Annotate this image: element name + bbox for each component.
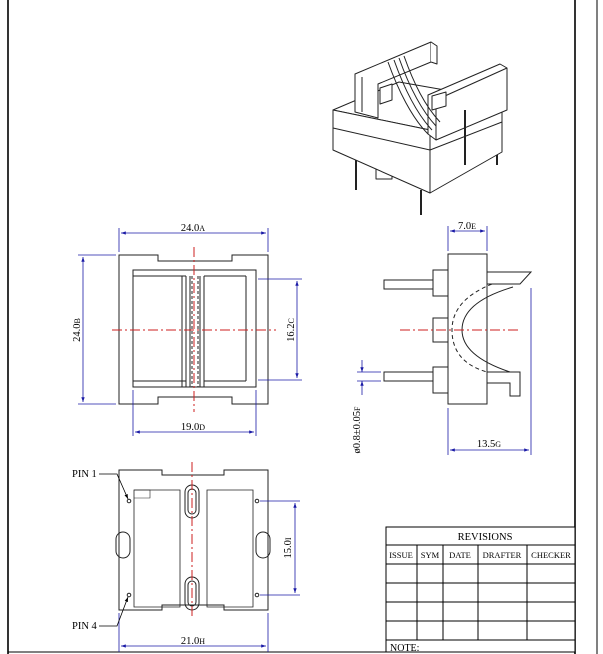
bottom-pin-spacing-label: 15.0I <box>283 537 294 558</box>
inner-height-label: 16.2C <box>286 318 297 342</box>
side-depth-label: 7.0E <box>458 221 476 232</box>
col-drafter: DRAFTER <box>483 550 522 560</box>
bottom-view <box>115 469 271 611</box>
side-view-dimensions <box>357 226 532 455</box>
bottom-width-label: 21.0H <box>181 636 205 647</box>
col-date: DATE <box>449 550 471 560</box>
pin-callouts <box>99 473 129 627</box>
inner-width-label: 19.0D <box>181 422 205 433</box>
col-checker: CHECKER <box>531 550 571 560</box>
revisions-title: REVISIONS <box>458 532 513 543</box>
col-issue: ISSUE <box>389 550 413 560</box>
pin1-label: PIN 1 <box>72 469 97 480</box>
left-height-label: 24.0B <box>72 318 83 342</box>
side-view <box>383 253 533 405</box>
pin-diameter-label: ø0.8±0.05F <box>352 406 363 454</box>
front-view-dimensions <box>78 228 302 436</box>
front-view <box>112 247 276 412</box>
top-width-label: 24.0A <box>181 223 205 234</box>
note-label: NOTE: <box>390 643 419 654</box>
isometric-view <box>332 41 508 215</box>
bottom-view-dimensions <box>118 500 300 652</box>
col-sym: SYM <box>421 550 440 560</box>
revisions-table <box>385 526 576 653</box>
pin4-label: PIN 4 <box>72 621 98 632</box>
side-length-label: 13.5G <box>477 439 501 450</box>
